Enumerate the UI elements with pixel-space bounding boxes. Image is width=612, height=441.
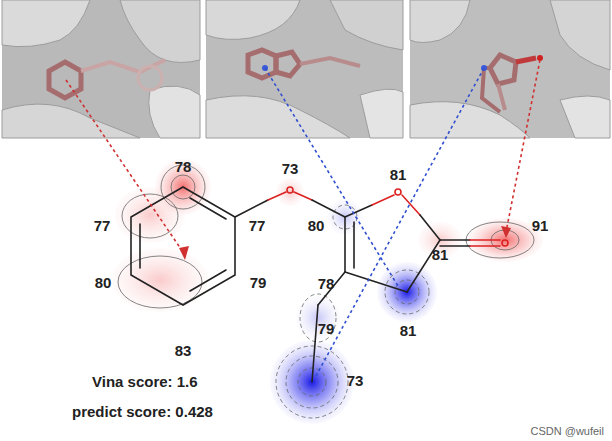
atom-score: 80 [95, 275, 112, 290]
atom-score: 78 [175, 159, 192, 174]
watermark: CSDN @wufeil [528, 425, 606, 438]
atom-score: 73 [347, 373, 364, 388]
atom-score: 79 [318, 321, 335, 336]
atom-score: 83 [175, 343, 192, 358]
score-text: Vina score: 1.6 [92, 374, 198, 389]
atom-score: 77 [94, 218, 111, 233]
molecule-bonds [131, 187, 508, 382]
atom-score: 78 [318, 276, 335, 291]
arrow-heads [179, 226, 511, 260]
atom-score: 77 [249, 218, 266, 233]
pocket-panels [2, 0, 610, 138]
atom-score: 91 [532, 218, 549, 233]
atom-score: 81 [400, 323, 417, 338]
leader-lines [66, 60, 540, 376]
score-text: predict score: 0.428 [72, 404, 213, 419]
atom-score: 80 [308, 218, 325, 233]
atom-score: 73 [282, 161, 299, 176]
atom-score: 81 [432, 247, 449, 262]
atom-score: 79 [250, 275, 267, 290]
atom-score: 81 [390, 167, 407, 182]
